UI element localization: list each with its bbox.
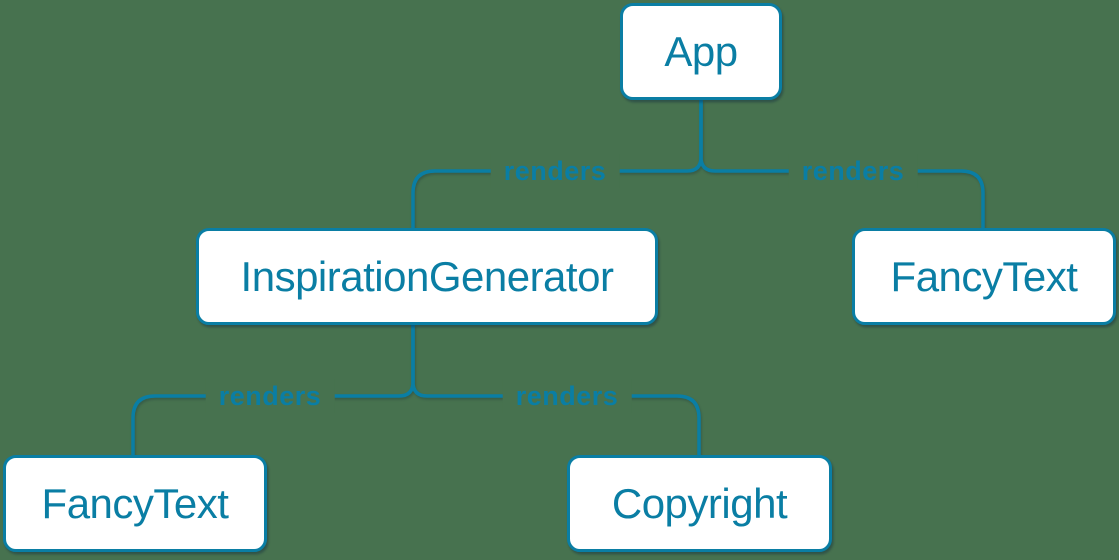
node-app: App <box>620 3 782 100</box>
node-fancy-text-bottom: FancyText <box>3 455 267 552</box>
node-copyright-label: Copyright <box>611 479 788 527</box>
node-app-label: App <box>664 27 738 75</box>
edge-label-renders-3: renders <box>205 379 335 413</box>
node-copyright: Copyright <box>567 455 832 552</box>
node-inspiration-generator-label: InspirationGenerator <box>240 252 614 300</box>
node-fancy-text-bottom-label: FancyText <box>41 479 229 527</box>
edge-label-renders-2: renders <box>788 154 918 188</box>
edge-label-renders-1: renders <box>490 154 620 188</box>
edge-label-renders-4: renders <box>502 379 632 413</box>
node-fancy-text-top-label: FancyText <box>890 252 1078 300</box>
node-inspiration-generator: InspirationGenerator <box>196 228 658 325</box>
node-fancy-text-top: FancyText <box>852 228 1116 325</box>
